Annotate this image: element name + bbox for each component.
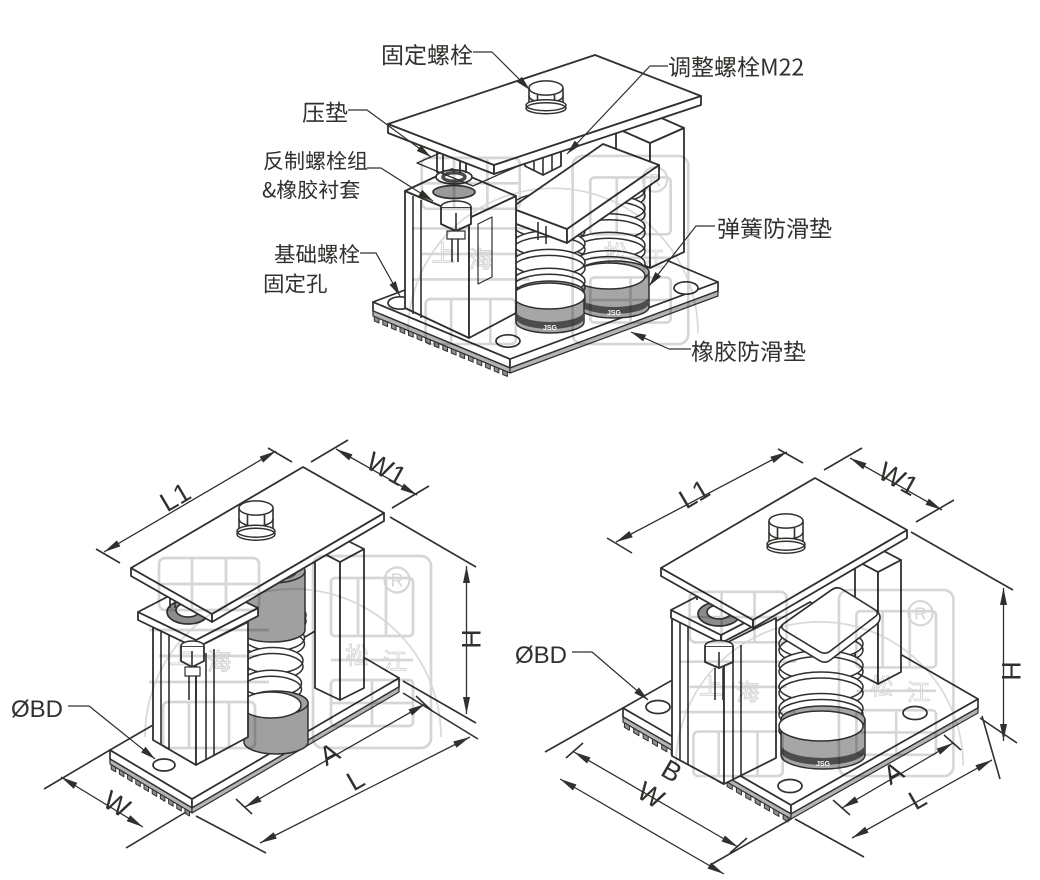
svg-text:R: R [914,603,927,623]
svg-text:R: R [649,170,662,190]
svg-text:JSG: JSG [607,310,622,317]
svg-text:ØBD: ØBD [11,696,63,723]
svg-text:R: R [391,571,404,591]
svg-text:H: H [996,661,1026,681]
svg-text:JSG: JSG [816,761,831,768]
svg-text:ØBD: ØBD [515,642,567,669]
svg-text:JSG: JSG [543,325,558,332]
svg-text:H: H [456,629,486,649]
